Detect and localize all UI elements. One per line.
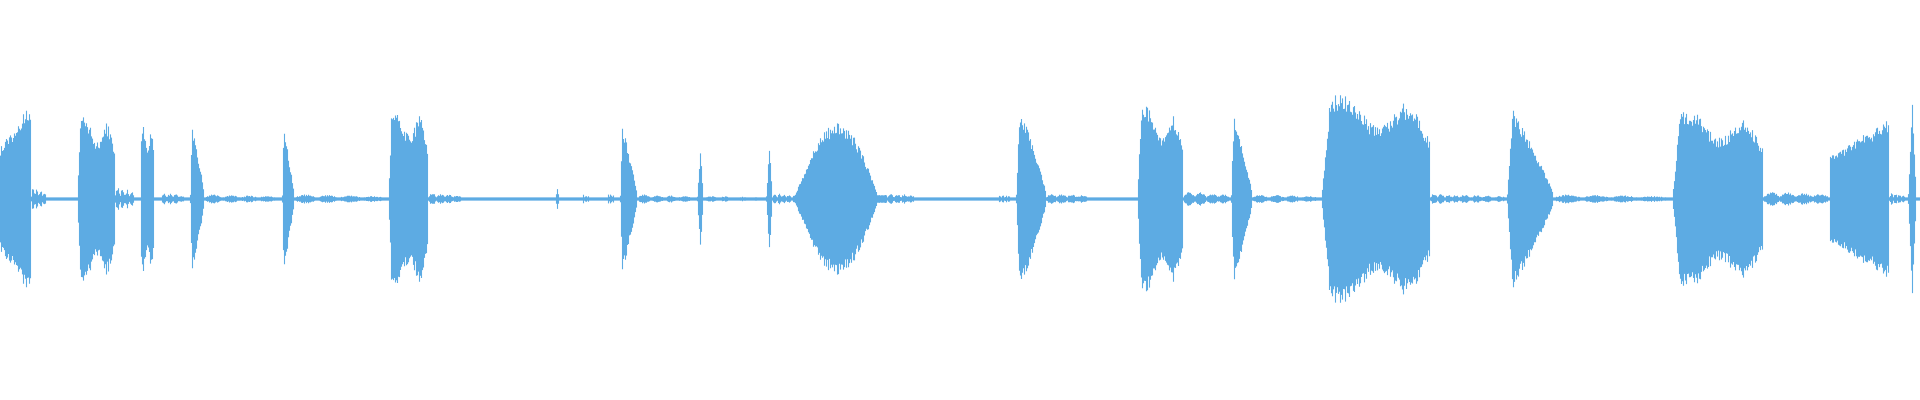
- waveform-samples: [0, 95, 1920, 303]
- waveform-sample-bars: [0, 95, 1920, 303]
